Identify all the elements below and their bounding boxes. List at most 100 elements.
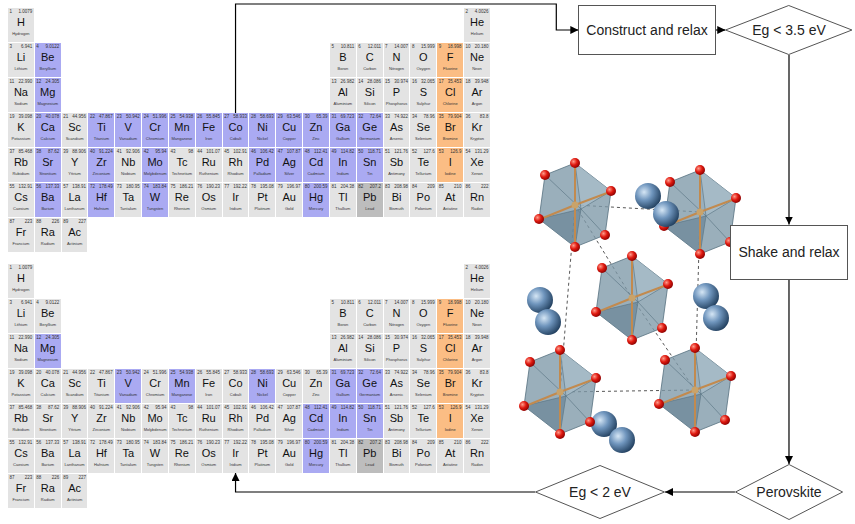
element-name: Chlorine (439, 101, 462, 106)
atomic-mass: 209 (427, 440, 435, 446)
atomic-number: 78 (251, 184, 256, 190)
element-symbol: F (439, 307, 462, 320)
element-cell: 3683.8KrKrypton (464, 369, 490, 403)
element-symbol: As (385, 121, 408, 134)
element-symbol: Be (36, 307, 59, 320)
illustration-part (703, 305, 729, 331)
element-symbol: Xe (466, 412, 489, 425)
element-symbol: Ta (117, 447, 140, 460)
element-cell: 51121.76SbAntimony (384, 404, 410, 438)
element-name: Fluorine (439, 322, 462, 327)
element-cell: 1839.948ArArgon (464, 334, 490, 368)
element-symbol: Ca (36, 121, 59, 134)
element-cell: 46106.42PdPalladium (249, 404, 275, 438)
element-symbol: Ac (63, 482, 86, 495)
element-cell: 24.0026HeHelium (464, 264, 490, 298)
atomic-number: 20 (36, 370, 41, 376)
atomic-mass: 196.97 (287, 184, 301, 190)
element-symbol: Zn (305, 121, 328, 134)
element-name: Hydrogen (10, 31, 33, 36)
box-label: Construct and relax (586, 22, 707, 38)
atomic-mass: 127.6 (424, 405, 435, 411)
element-cell: 1428.086SiSilicon (357, 334, 383, 368)
element-cell: 1122.990NaSodium (8, 334, 34, 368)
element-name: Technetium (170, 171, 193, 176)
element-cell: 78195.08PtPlatinum (249, 183, 275, 217)
element-cell: 50118.71SnTin (357, 404, 383, 438)
element-symbol: K (10, 377, 33, 390)
atomic-number: 30 (305, 370, 310, 376)
element-name: Cobalt (224, 136, 247, 141)
atomic-number: 80 (305, 184, 310, 190)
element-cell: 1224.305MgMagnesium (35, 334, 61, 368)
element-cell: 1020.180NeNeon (464, 299, 490, 333)
atomic-mass: 4.0026 (475, 265, 489, 271)
element-symbol: Te (412, 156, 435, 169)
atomic-number: 45 (224, 149, 229, 155)
atomic-mass: 87.62 (48, 405, 59, 411)
element-name: Silicon (358, 101, 381, 106)
atomic-number: 12 (36, 335, 41, 341)
element-symbol: Rn (466, 447, 489, 460)
element-symbol: Os (197, 191, 220, 204)
element-symbol: Au (278, 447, 301, 460)
element-symbol: Re (170, 447, 193, 460)
atomic-number: 11 (10, 335, 15, 341)
element-symbol: Ba (36, 191, 59, 204)
atomic-mass: 227 (78, 219, 86, 225)
element-name: Sulphur (412, 101, 435, 106)
element-name: Tantalum (117, 462, 140, 467)
atomic-mass: 28.086 (367, 335, 381, 341)
atomic-mass: 210 (454, 184, 462, 190)
element-symbol: Ne (466, 51, 489, 64)
element-cell: 81204.38TlThallium (330, 439, 356, 473)
element-name: Antimony (385, 171, 408, 176)
atomic-mass: 207.2 (370, 440, 381, 446)
element-name: Titanium (90, 136, 113, 141)
atomic-mass: 14.007 (394, 300, 408, 306)
atomic-mass: 44.956 (72, 370, 86, 376)
atomic-mass: 78.96 (424, 370, 435, 376)
atomic-number: 11 (10, 79, 15, 85)
atomic-mass: 223 (25, 219, 33, 225)
element-name: Zirconium (90, 427, 113, 432)
element-symbol: Cl (439, 86, 462, 99)
element-name: Mercury (305, 206, 328, 211)
element-symbol: At (439, 447, 462, 460)
element-symbol: Cu (278, 121, 301, 134)
element-symbol: Nb (117, 412, 140, 425)
element-cell: 3065.39ZnZinc (303, 113, 329, 147)
element-cell: 56137.33BaBarium (35, 183, 61, 217)
atomic-number: 76 (197, 440, 202, 446)
atomic-mass: 91.224 (99, 149, 113, 155)
atomic-number: 26 (197, 114, 202, 120)
element-symbol: Rn (466, 191, 489, 204)
atomic-number: 88 (36, 475, 41, 481)
element-name: Thallium (331, 462, 354, 467)
element-cell: 3579.904BrBromine (437, 113, 463, 147)
element-name: Lanthanum (63, 462, 86, 467)
element-cell: 72178.49HfHafnium (88, 439, 114, 473)
atomic-number: 78 (251, 440, 256, 446)
atomic-mass: 102.91 (233, 149, 247, 155)
element-symbol: Mg (36, 86, 59, 99)
atomic-number: 86 (466, 440, 471, 446)
element-cell: 4091.224ZrZirconium (88, 148, 114, 182)
element-cell: 2758.933CoCobalt (223, 369, 249, 403)
element-name: Carbon (358, 322, 381, 327)
element-name: Yttrium (63, 171, 86, 176)
element-cell: 47107.87AgSilver (276, 404, 302, 438)
element-symbol: Li (10, 307, 33, 320)
atomic-number: 89 (63, 475, 68, 481)
atomic-mass: 51.996 (153, 114, 167, 120)
element-symbol: Ag (278, 412, 301, 425)
atomic-number: 51 (385, 405, 390, 411)
flow-arrow (236, 473, 535, 492)
atomic-number: 21 (63, 370, 68, 376)
atomic-number: 76 (197, 184, 202, 190)
element-symbol: In (331, 412, 354, 425)
atomic-mass: 190.23 (206, 184, 220, 190)
element-symbol: Ga (331, 121, 354, 134)
atomic-mass: 192.22 (233, 440, 247, 446)
atomic-mass: 15.999 (421, 300, 435, 306)
